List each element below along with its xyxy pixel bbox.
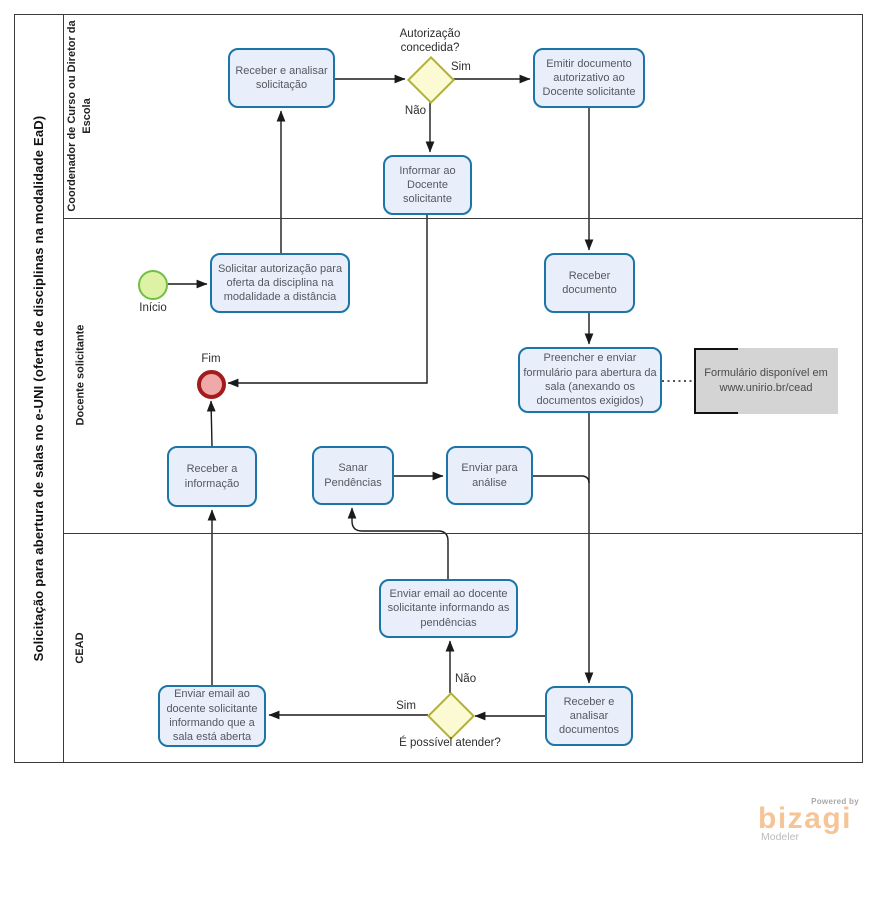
- task-receber-analisar-solicitacao[interactable]: Receber e analisar solicitação: [228, 48, 335, 108]
- task-enviar-para-analise[interactable]: Enviar para análise: [446, 446, 533, 505]
- task-sanar-pendencias[interactable]: Sanar Pendências: [312, 446, 394, 505]
- task-label: Solicitar autorização para oferta da dis…: [217, 262, 343, 304]
- annotation-bracket-bottom: [694, 412, 738, 414]
- task-informar-docente[interactable]: Informar ao Docente solicitante: [383, 155, 472, 215]
- annotation-text: Formulário disponível em www.unirio.br/c…: [704, 367, 828, 394]
- task-label: Preencher e enviar formulário para abert…: [523, 352, 657, 408]
- task-solicitar-autorizacao[interactable]: Solicitar autorização para oferta da dis…: [210, 253, 350, 313]
- flow-receber-info-to-fim: [206, 400, 216, 447]
- powered-by-text: Powered by: [811, 797, 859, 806]
- task-preencher-formulario[interactable]: Preencher e enviar formulário para abert…: [518, 347, 662, 413]
- task-receber-documento[interactable]: Receber documento: [544, 253, 635, 313]
- task-label: Sanar Pendências: [324, 462, 382, 489]
- flow-email-pendencias-to-sanar: [347, 507, 449, 579]
- gateway-autorizacao-nao-label: Não: [404, 105, 426, 117]
- task-label: Enviar email ao docente solicitante info…: [166, 688, 258, 744]
- start-event[interactable]: [138, 270, 168, 300]
- task-label: Receber documento: [562, 269, 617, 296]
- flow-informar-to-fim: [227, 215, 428, 388]
- task-label: Receber e analisar documentos: [559, 695, 619, 737]
- lane-cead-label: CEAD: [73, 632, 86, 664]
- bizagi-modeler-text: Modeler: [761, 831, 799, 843]
- lane-divider-1: [63, 218, 863, 219]
- pool-title-text: Solicitação para abertura de salas no e-…: [31, 115, 46, 662]
- task-receber-informacao[interactable]: Receber a informação: [167, 446, 257, 507]
- end-event-label: Fim: [201, 353, 221, 365]
- lane-divider-2: [63, 533, 863, 534]
- text-annotation-formulario[interactable]: Formulário disponível em www.unirio.br/c…: [694, 348, 838, 414]
- flow-enviar-analise-merge: [533, 475, 590, 484]
- pool-border: [14, 14, 863, 763]
- lane-cead: CEAD: [61, 533, 99, 763]
- lane-coordenador-label: Coordenador de Curso ou Diretor da Escol…: [66, 20, 93, 212]
- end-event[interactable]: [197, 370, 226, 399]
- task-label: Enviar email ao docente solicitante info…: [387, 588, 510, 629]
- task-label: Receber e analisar solicitação: [235, 64, 328, 91]
- task-label: Receber a informação: [184, 463, 240, 490]
- task-label: Enviar para análise: [461, 462, 518, 489]
- gateway-autorizacao-sim-label: Sim: [451, 61, 471, 73]
- lane-docente: Docente solicitante: [61, 218, 99, 533]
- task-enviar-email-pendencias[interactable]: Enviar email ao docente solicitante info…: [379, 579, 518, 638]
- annotation-bracket-left: [694, 348, 696, 414]
- gateway-atender-sim-label: Sim: [396, 700, 416, 712]
- task-label: Informar ao Docente solicitante: [399, 164, 456, 206]
- task-enviar-email-sala-aberta[interactable]: Enviar email ao docente solicitante info…: [158, 685, 266, 747]
- lane-docente-label: Docente solicitante: [74, 324, 87, 426]
- task-receber-analisar-documentos[interactable]: Receber e analisar documentos: [545, 686, 633, 746]
- gateway-atender-question: É possível atender?: [399, 737, 501, 749]
- lane-coordenador: Coordenador de Curso ou Diretor da Escol…: [61, 14, 99, 218]
- pool-title: Solicitação para abertura de salas no e-…: [14, 14, 63, 763]
- bizagi-logo: bizagi: [758, 802, 853, 835]
- annotation-bracket-top: [694, 348, 738, 350]
- start-event-label: Início: [139, 302, 167, 314]
- task-emitir-documento[interactable]: Emitir documento autorizativo ao Docente…: [533, 48, 645, 108]
- bizagi-watermark: Powered by bizagi Modeler: [758, 797, 862, 843]
- task-label: Emitir documento autorizativo ao Docente…: [542, 57, 636, 99]
- pool-title-divider: [63, 14, 64, 763]
- gateway-autorizacao-question: Autorização concedida?: [399, 28, 461, 55]
- gateway-atender-nao-label: Não: [455, 673, 477, 685]
